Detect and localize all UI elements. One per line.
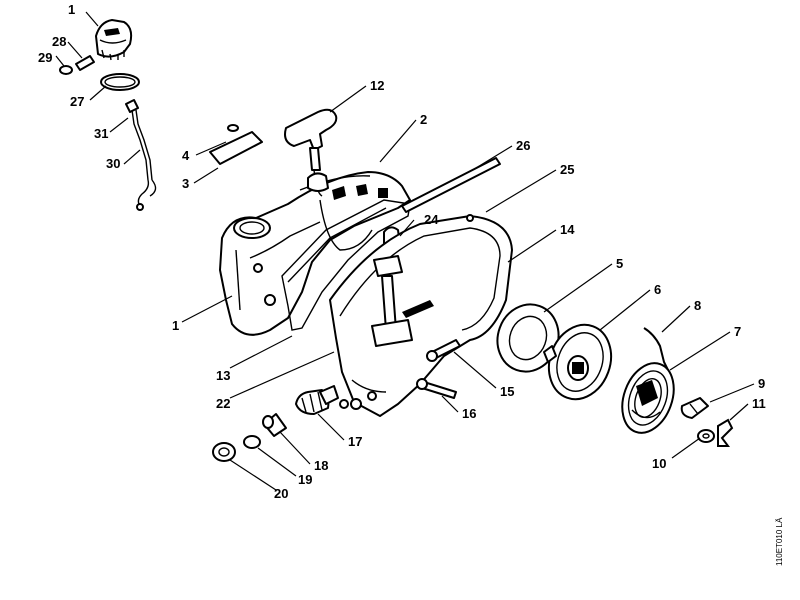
callout-29: 29 [38,50,52,65]
callout-31: 31 [94,126,108,141]
callout-20: 20 [274,486,288,501]
fuel-strainer-part [125,99,157,211]
washer-19-part [243,435,261,449]
callout-27: 27 [70,94,84,109]
callout-25: 26 [516,138,530,153]
callout-15: 15 [500,384,514,399]
callout-5: 5 [616,256,623,271]
pawl-part [680,397,709,419]
sleeve-18-part [262,413,287,437]
rope-guide-part [307,172,329,192]
callout-19: 19 [298,472,312,487]
callout-10: 10 [652,456,666,471]
callout-1: 1 [172,318,179,333]
callout-13: 13 [216,368,230,383]
callout-24: 25 [560,162,574,177]
cover-plate-part [209,124,263,165]
spring-housing-part [621,362,675,434]
screw-16-part [416,378,457,399]
callout-26: 1 [68,2,75,17]
starter-grip-part [284,108,338,187]
rod-part [401,157,501,213]
leader-lines [55,11,755,491]
callout-12: 12 [370,78,384,93]
callout-18: 18 [314,458,328,473]
washer-10-part [697,429,715,443]
filler-cap-part [95,19,133,61]
callout-23: 24 [424,212,439,227]
rewind-spring-part [643,327,669,371]
callout-30: 30 [106,156,120,171]
gasket-part [281,199,411,331]
callout-4: 4 [182,148,190,163]
callout-6: 6 [654,282,661,297]
drawing-code: 110ET010 LÄ [775,517,784,566]
callout-2: 2 [420,112,427,127]
callout-3: 3 [182,176,189,191]
cap-pin-part [59,55,95,75]
callout-22: 22 [216,396,230,411]
callout-8: 8 [694,298,701,313]
screw-22-part [339,399,349,409]
callout-17: 17 [348,434,362,449]
rope-rotor-part [543,323,613,401]
callout-14: 14 [560,222,575,237]
fitting-17-part [295,385,339,415]
callout-16: 16 [462,406,476,421]
disc-5-part [496,303,560,373]
spring-clip-part [717,418,734,447]
callout-11: 11 [752,396,766,411]
cap-20-part [212,442,236,462]
callout-9: 9 [758,376,765,391]
callout-28: 28 [52,34,66,49]
callout-7: 7 [734,324,741,339]
callout-labels: 1 28 29 27 31 30 12 2 4 3 26 25 24 14 5 … [38,2,766,501]
screw-15-part [426,339,461,362]
